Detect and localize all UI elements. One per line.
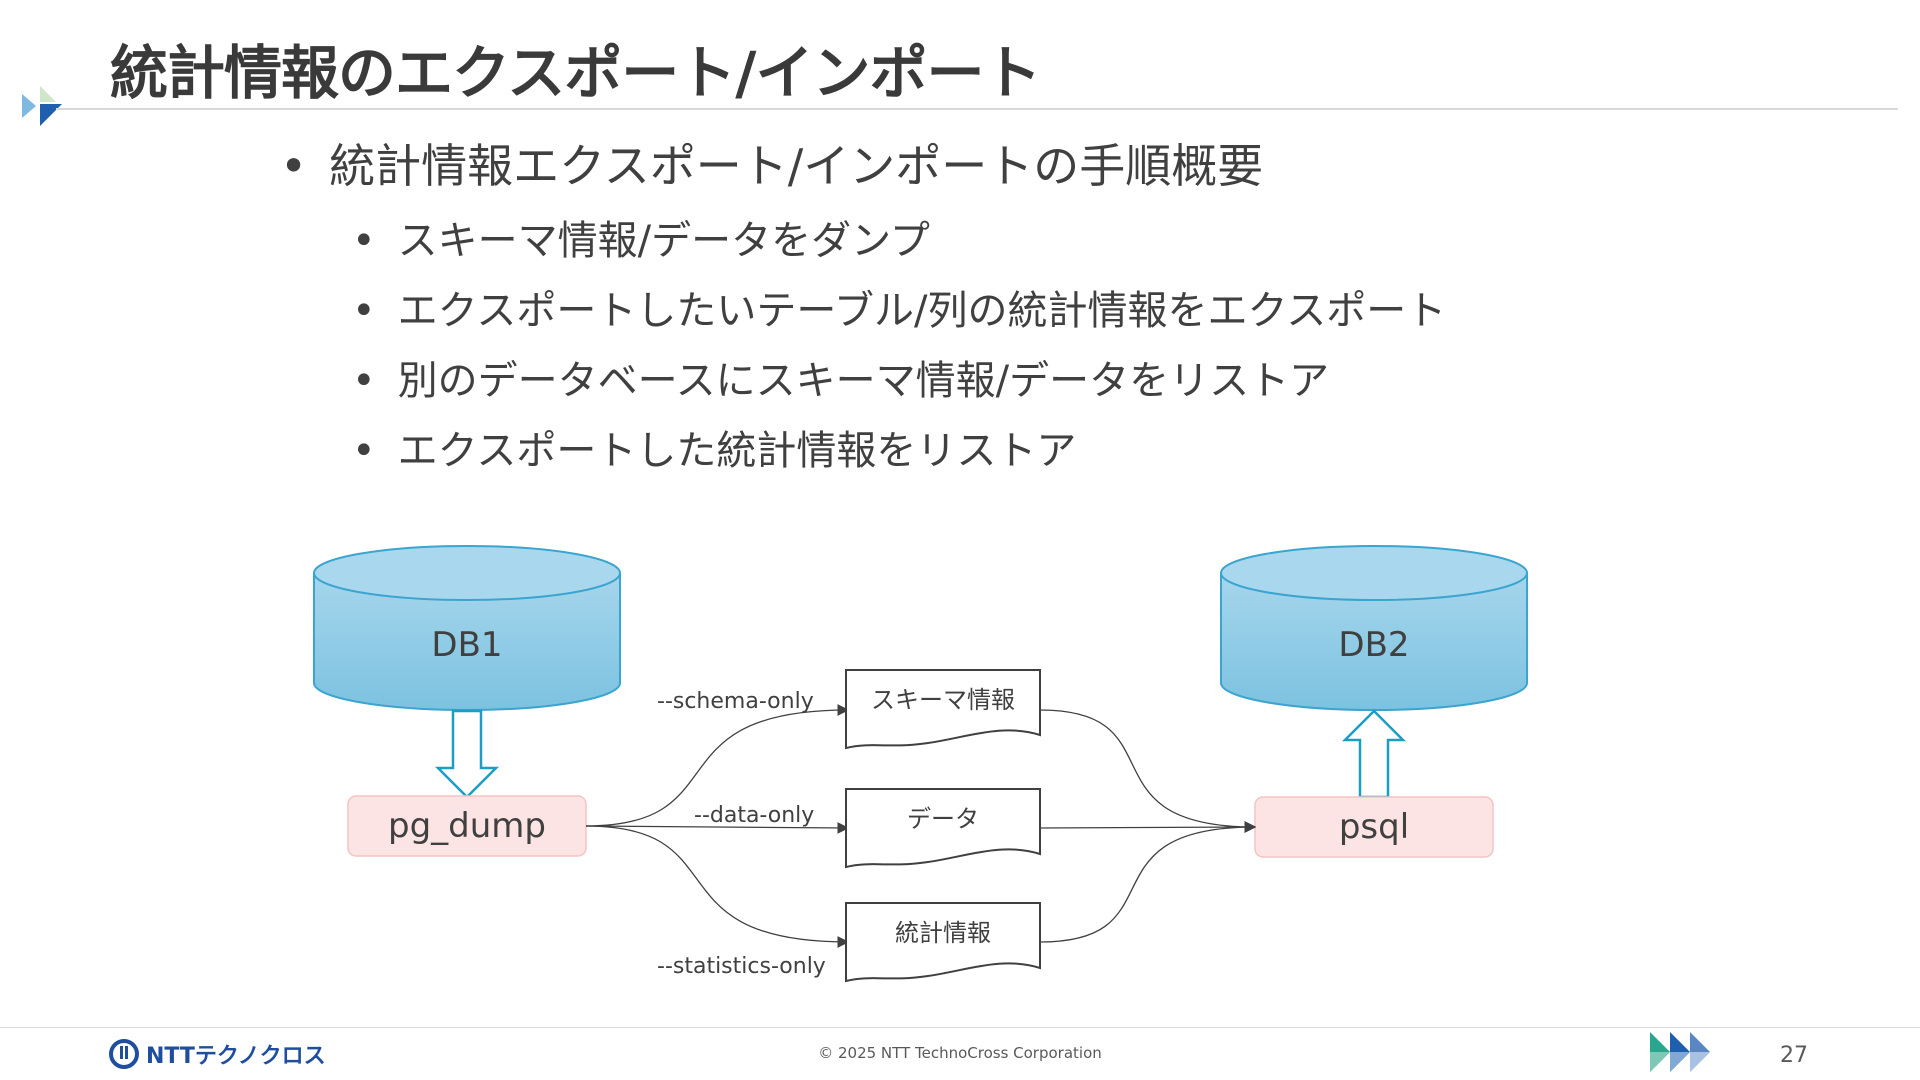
main-bullet-text: 統計情報エクスポート/インポートの手順概要 (329, 139, 1264, 193)
copyright-text: © 2025 NTT TechnoCross Corporation (818, 1044, 1102, 1062)
title-divider (56, 108, 1898, 110)
page-number: 27 (1780, 1043, 1808, 1068)
document-schema: スキーマ情報 (845, 669, 1041, 750)
connector-schema (585, 704, 850, 827)
sub-bullet: • スキーマ情報/データをダンプ (352, 208, 930, 266)
document-data-label: データ (907, 805, 979, 833)
ntt-logo-icon (109, 1039, 139, 1069)
db2-label: DB2 (1338, 625, 1409, 665)
sub-bullet: • エクスポートした統計情報をリストア (352, 418, 1076, 476)
company-logo: NTTテクノクロス (108, 1038, 326, 1070)
connector-statistics-to-psql (1039, 821, 1257, 943)
document-statistics-label: 統計情報 (895, 919, 991, 947)
main-bullet: • 統計情報エクスポート/インポートの手順概要 (280, 130, 1263, 196)
option-data-only: --data-only (694, 803, 814, 828)
bullet-dot: • (352, 428, 376, 474)
connector-statistics (585, 825, 850, 948)
sub-bullet: • 別のデータベースにスキーマ情報/データをリストア (352, 348, 1329, 406)
db1-cylinder: DB1 (313, 545, 621, 711)
document-schema-label: スキーマ情報 (871, 686, 1015, 714)
footer-arrows-icon (1650, 1032, 1710, 1072)
sub-bullet: • エクスポートしたいテーブル/列の統計情報をエクスポート (352, 278, 1446, 336)
down-arrow-icon (434, 709, 500, 799)
sub-bullet-text: スキーマ情報/データをダンプ (397, 218, 930, 264)
footer-divider (0, 1027, 1920, 1028)
slide-title: 統計情報のエクスポート/インポート (110, 39, 1041, 107)
connector-data (585, 822, 850, 834)
db2-cylinder: DB2 (1220, 545, 1528, 711)
logo-text: NTTテクノクロス (146, 1044, 326, 1069)
sub-bullet-text: エクスポートしたいテーブル/列の統計情報をエクスポート (397, 288, 1447, 334)
sub-bullet-text: 別のデータベースにスキーマ情報/データをリストア (397, 358, 1330, 404)
document-statistics: 統計情報 (845, 902, 1041, 983)
up-arrow-icon (1341, 709, 1407, 799)
bullet-dot: • (352, 288, 376, 334)
sub-bullet-text: エクスポートした統計情報をリストア (397, 428, 1077, 474)
bullet-dot: • (352, 218, 376, 264)
connector-schema-to-psql (1039, 709, 1257, 833)
psql-box: psql (1254, 796, 1494, 858)
pg-dump-label: pg_dump (388, 806, 546, 846)
option-schema-only: --schema-only (657, 689, 814, 714)
option-statistics-only: --statistics-only (657, 954, 826, 979)
connector-data-to-psql (1039, 821, 1257, 833)
pg-dump-box: pg_dump (347, 795, 587, 857)
document-data: データ (845, 788, 1041, 869)
db1-label: DB1 (431, 625, 502, 665)
bullet-dot: • (352, 358, 376, 404)
bullet-dot: • (280, 139, 308, 193)
psql-label: psql (1339, 807, 1409, 847)
